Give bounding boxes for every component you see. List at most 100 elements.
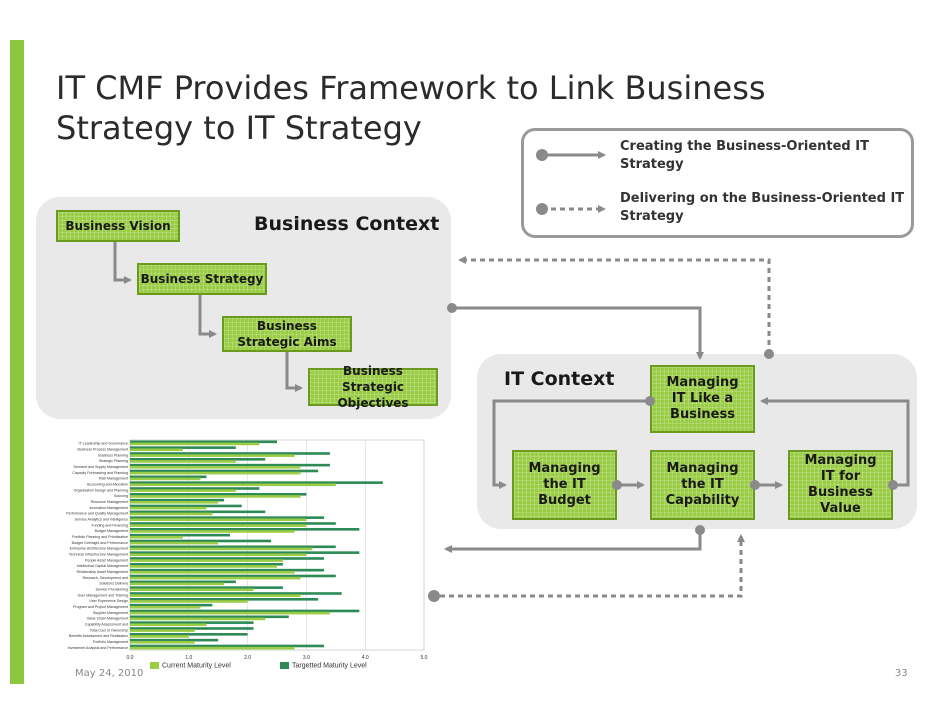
- strategy-to-aims-arrow: [198, 295, 217, 338]
- chart-category-label: Budget Oversight and Performance: [72, 541, 128, 545]
- chart-bar-current: [130, 605, 201, 609]
- chart-bar-current: [130, 611, 330, 615]
- chart-bar-target: [130, 458, 266, 461]
- chart-bar-current: [130, 576, 301, 580]
- chart-category-label: Accounting and Allocation: [87, 483, 128, 487]
- chart-bar-target: [130, 551, 360, 554]
- chart-bar-current: [130, 635, 189, 638]
- dashed-bottom-dot: [428, 590, 440, 602]
- capability-dot: [750, 480, 760, 490]
- chart-bar-target: [130, 493, 307, 496]
- aims-to-objectives-arrow: [285, 352, 303, 392]
- chart-category-label: Benefits Assessment and Realisation: [69, 634, 128, 638]
- chart-bar-current: [130, 483, 336, 487]
- managing-it-business-value-box: Managing IT for Business Value: [788, 450, 893, 520]
- chart-category-label: Value Chain Management: [87, 617, 128, 621]
- chart-bar-current: [130, 512, 213, 516]
- vision-to-strategy-arrow: [113, 242, 132, 284]
- business-strategic-objectives-box: Business Strategic Objectives: [308, 364, 438, 410]
- chart-bar-current: [130, 629, 195, 632]
- chart-category-label: Demand and Supply Management: [73, 465, 128, 469]
- chart-category-label: Solutions Delivery: [99, 582, 128, 586]
- managing-it-budget-box: Managing the IT Budget: [512, 450, 617, 520]
- chart-category-label: Technical Infrastructure Management: [69, 553, 128, 557]
- left-loop-arrow: [492, 399, 650, 489]
- chart-bar-target: [130, 580, 236, 584]
- legend-solid-label: Creating the Business-Oriented IT Strate…: [620, 139, 869, 172]
- chart-category-label: Service Analytics and Intelligence: [75, 518, 128, 522]
- chart-bar-current: [130, 535, 183, 539]
- legend-current-swatch: [150, 662, 159, 669]
- legend-dashed-label: Delivering on the Business-Oriented IT S…: [620, 191, 905, 224]
- chart-category-label: User Experience Design: [89, 599, 128, 603]
- chart-x-tick-label: 5.0: [421, 655, 428, 661]
- chart-category-label: Strategic Planning: [99, 459, 128, 463]
- chart-bar-current: [130, 471, 301, 475]
- chart-category-label: Funding and Financing: [91, 523, 128, 527]
- business-vision-box: Business Vision: [56, 210, 180, 242]
- chart-bar-current: [130, 541, 219, 545]
- budget-dot: [612, 480, 622, 490]
- chart-bar-current: [130, 617, 266, 621]
- dashed-top-dot: [764, 349, 774, 359]
- chart-bar-current: [130, 623, 207, 627]
- chart-bar-target: [130, 557, 325, 560]
- footer-page-number: 33: [895, 668, 908, 679]
- chart-legend-target: Targetted Maturity Level: [280, 662, 367, 669]
- chart-bar-current: [130, 588, 254, 592]
- it-bottom-dot: [695, 525, 705, 535]
- chart-bar-current: [130, 646, 295, 650]
- it-to-chart-arrow: [444, 530, 702, 553]
- chart-category-label: User Management and Training: [78, 593, 128, 597]
- chart-bar-target: [130, 510, 266, 514]
- chart-bar-target: [130, 615, 289, 619]
- chart-bar-current: [130, 594, 301, 597]
- chart-bar-target: [130, 481, 383, 484]
- chart-bar-target: [130, 633, 248, 636]
- chart-bar-target: [130, 498, 225, 502]
- chart-x-tick-label: 1.0: [185, 655, 192, 661]
- business-strategic-aims-box: Business Strategic Aims: [222, 316, 352, 352]
- chart-bar-target: [130, 609, 360, 613]
- chart-bar-current: [130, 570, 295, 574]
- managing-it-capability-box: Managing the IT Capability: [650, 450, 755, 520]
- chart-x-tick-label: 0.0: [127, 655, 134, 661]
- chart-category-label: Relationship Asset Management: [76, 570, 128, 574]
- chart-bar-current: [130, 559, 283, 562]
- chart-category-label: Innovation Management: [89, 506, 128, 510]
- chart-bar-current: [130, 454, 295, 457]
- chart-category-label: Total Cost of Ownership: [90, 628, 128, 632]
- chart-category-label: Intellectual Capital Management: [77, 564, 128, 568]
- chart-category-label: People Asset Management: [85, 558, 128, 562]
- chart-bar-current: [130, 640, 195, 644]
- business-context-title: Business Context: [254, 213, 440, 235]
- business-to-it-arrow: [452, 306, 704, 360]
- chart-category-label: Service Provisioning: [95, 588, 128, 592]
- chart-bar-target: [130, 574, 336, 578]
- chart-bar-target: [130, 568, 325, 572]
- chart-x-tick-label: 2.0: [244, 655, 251, 661]
- chart-category-label: Investment Analysis and Performance: [68, 646, 128, 650]
- chart-bar-target: [130, 627, 254, 630]
- chart-legend-current: Current Maturity Level: [150, 662, 231, 669]
- footer-date: May 24, 2010: [75, 668, 144, 679]
- dashed-feedback-top-arrow: [458, 256, 771, 354]
- legend-target-swatch: [280, 662, 289, 669]
- chart-bar-current: [130, 506, 207, 510]
- chart-bar-target: [130, 446, 236, 449]
- business-strategy-box: Business Strategy: [137, 263, 267, 295]
- legend-target-label: Targetted Maturity Level: [292, 662, 367, 670]
- chart-bar-target: [130, 452, 330, 455]
- page-title: IT CMF Provides Framework to Link Busine…: [56, 69, 766, 147]
- right-loop-arrow: [760, 397, 910, 487]
- chart-bar-current: [130, 553, 307, 557]
- chart-bar-target: [130, 440, 277, 444]
- chart-bar-target: [130, 463, 330, 467]
- chart-plot-area: [129, 439, 425, 651]
- legend-solid-dot: [536, 149, 548, 161]
- legend-box: [521, 128, 914, 238]
- it-top-dot: [645, 396, 655, 406]
- chart-bar-current: [130, 500, 219, 504]
- it-right-dot: [888, 480, 898, 490]
